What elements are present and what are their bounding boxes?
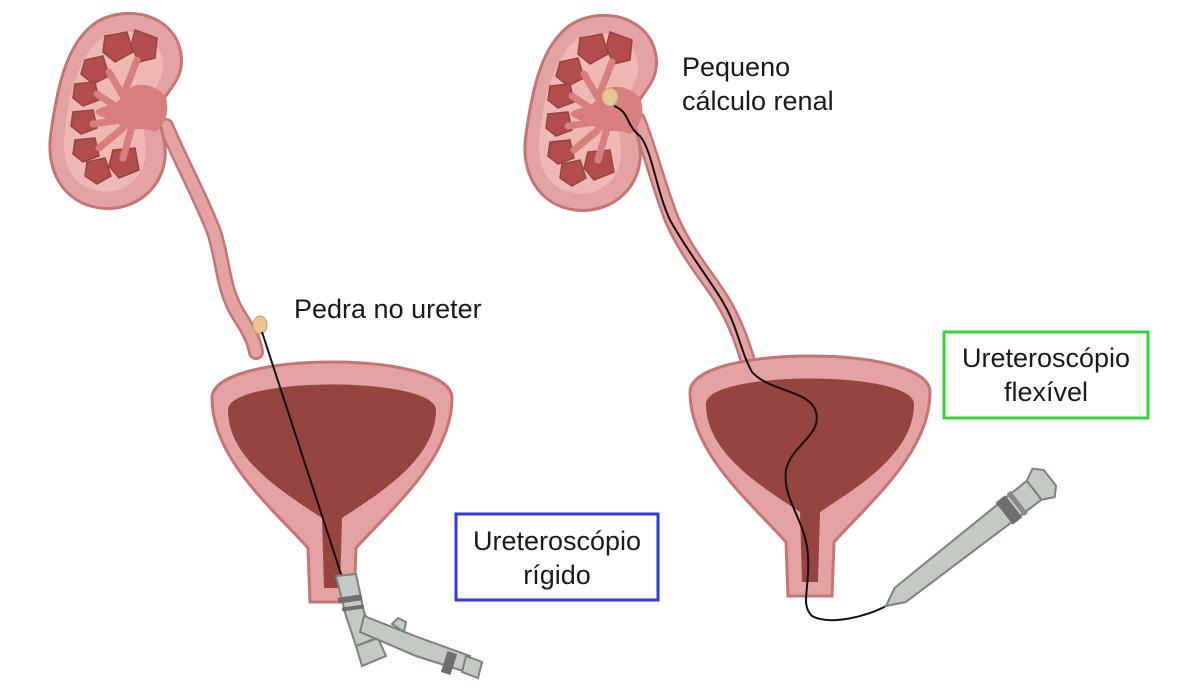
small-stone-label-line2: cálculo renal (682, 86, 834, 116)
rigid-scope-label-line1: Ureteroscópio (473, 526, 641, 556)
flexible-scope-label-line2: flexível (1004, 377, 1088, 407)
kidney-stone (601, 87, 619, 107)
rigid-scope-shaft (261, 331, 344, 581)
left-bladder (210, 360, 454, 604)
rigid-ureteroscope (334, 572, 484, 680)
ureter-stone (252, 315, 268, 335)
right-bladder (688, 354, 932, 598)
stone-in-ureter-label: Pedra no ureter (294, 294, 482, 324)
flexible-scope-wire (613, 105, 887, 622)
flexible-ureteroscope (884, 467, 1058, 608)
flexible-scope-label-line1: Ureteroscópio (962, 343, 1130, 373)
left-kidney (50, 13, 182, 208)
flexible-scope-box (942, 330, 1150, 420)
small-stone-label-line1: Pequeno (682, 52, 790, 82)
rigid-scope-label-line2: rígido (523, 560, 591, 590)
left-anatomy (50, 13, 454, 604)
right-kidney (525, 15, 657, 210)
rigid-scope-box (454, 512, 660, 602)
